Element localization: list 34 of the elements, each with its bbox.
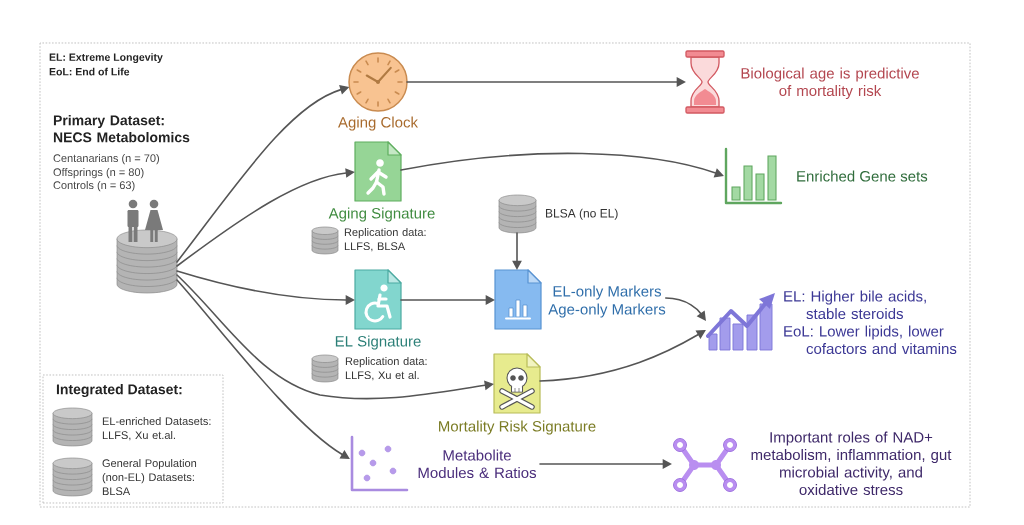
dotted-box [42,374,224,504]
note-text: Replication data: LLFS, BLSA [344,228,426,252]
node-label: Metabolite Modules & Ratios [418,449,537,479]
list-item: Centanarians (n = 70) [53,154,159,165]
arrow [539,330,706,382]
node-label: BLSA (no EL) [546,208,618,220]
abbreviation-text: EoL: End of Life [49,67,130,76]
arrow [539,459,672,469]
node-label: Aging Signature [328,207,435,222]
list-item: Offsprings (n = 80) [53,168,144,179]
node-label: Age-only Markers [548,303,666,318]
arrow [665,297,706,321]
arrow [176,270,355,305]
heading: Primary Dataset: NECS Metabolomics [53,115,190,143]
arrow [176,274,494,400]
item-text: EL-enriched Datasets: LLFS, Xu et.al. [102,417,211,441]
arrow [400,152,724,178]
abbreviation-text: EL: Extreme Longevity [49,53,163,63]
node-label: Important roles of NAD+ metabolism, inflammation, gut microbial activity, and oxidative stress [751,431,952,496]
arrow [176,168,355,267]
node-label: EL-only Markers [553,285,662,300]
node-label: Biological age is predictive of mortality risk [741,67,919,100]
item-text: General Population (non-EL) Datasets: BLSA [102,459,197,496]
node-label: EoL: Lower lipids, lower cofactors and vitamins [784,325,957,355]
arrow [400,295,495,305]
node-label: Aging Clock [338,116,418,131]
node-label: EL: Higher bile acids, stable steroids [784,290,926,320]
node-label: EL Signature [335,335,421,350]
node-label: Mortality Risk Signature [439,420,596,435]
heading: Integrated Dataset: [56,384,182,398]
node-label: Enriched Gene sets [797,170,928,182]
note-text: Replication data: LLFS, Xu et al. [345,357,427,381]
list-item: Controls (n = 63) [53,181,135,192]
arrow [176,279,350,459]
